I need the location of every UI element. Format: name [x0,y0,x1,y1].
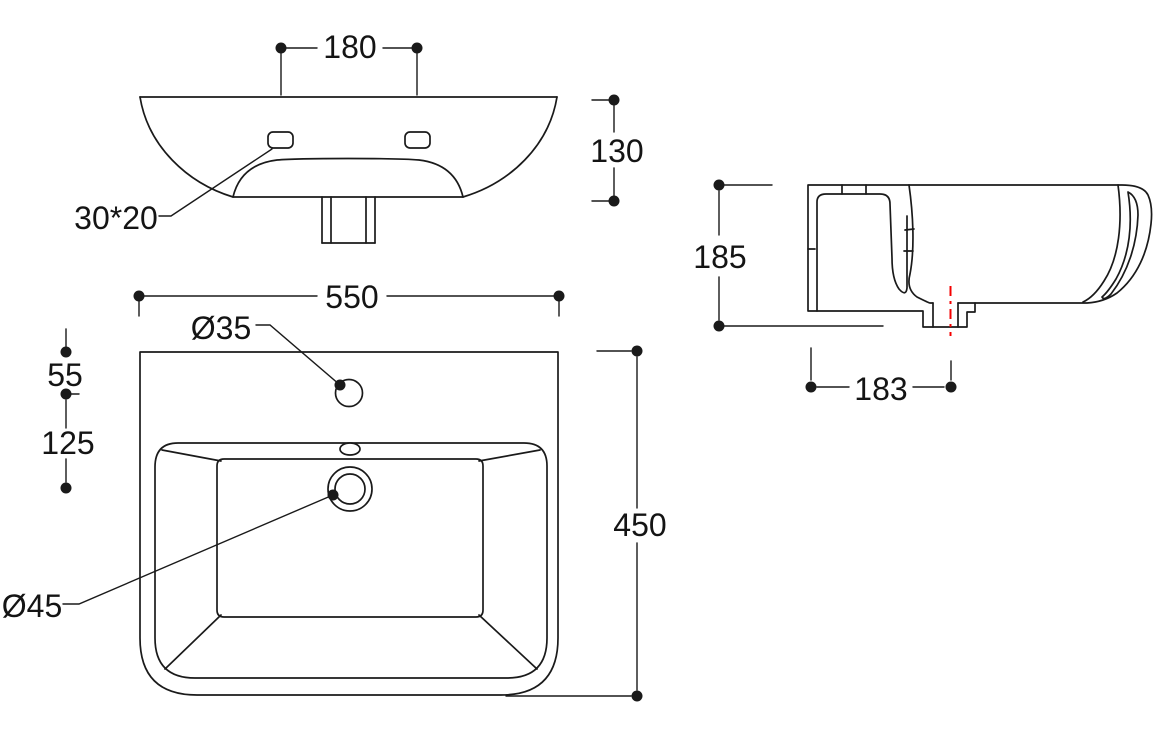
bowl-corner-chamfers [161,449,541,670]
dim-130-label: 130 [590,133,643,169]
drain-hole-inner [334,473,366,505]
drain-callout: Ø45 [2,489,339,624]
dimension-dot [60,388,72,400]
dimension-dot [553,290,565,302]
dimension-dot [275,42,287,54]
dim-180-label: 180 [323,29,376,65]
tap-hole [334,378,364,408]
side-view: 185 183 [693,179,1153,407]
tap-deck-ticks [841,184,867,195]
drain-label: Ø45 [2,588,62,624]
basin-back-right-curve [462,96,558,198]
overflow-slot [339,442,361,456]
basin-base-outline [232,157,464,198]
bowl-bottom [216,458,484,618]
dim-183-label: 183 [854,371,907,407]
dimension-dot [631,690,643,702]
dim-183: 183 [805,347,957,407]
front-rim-section [1101,191,1139,300]
dim-130: 130 [590,94,644,207]
plan-view: 550 Ø35 55 125 Ø45 [2,279,667,702]
basin-back-left-curve [139,96,234,198]
dimension-dot [60,482,72,494]
dim-55-label: 55 [47,357,83,393]
fixing-hole-left [267,131,294,149]
fixing-hole-label: 30*20 [74,200,158,236]
leader-dot [327,489,339,501]
bowl-rim [154,442,548,679]
dim-185-label: 185 [693,239,746,275]
fixing-hole-right [404,131,431,149]
overflow-channel-ticks [903,228,915,252]
dimension-dot [608,195,620,207]
drain-boss [932,302,976,328]
dimension-dot [945,381,957,393]
fixing-hole-callout: 30*20 [74,148,273,236]
tap-hole-callout: Ø35 [191,310,346,391]
dim-180: 180 [275,29,423,96]
dimension-dot [133,290,145,302]
dim-125-label: 125 [41,425,94,461]
dimension-dot [713,179,725,191]
leader-dot [334,379,346,391]
dim-550: 550 [133,279,565,317]
dim-185: 185 [693,179,884,332]
bowl-back-wall [908,184,934,304]
back-view: 180 130 30*20 [74,29,644,244]
dim-450-label: 450 [613,507,666,543]
wall-mounting-pocket [816,193,908,312]
dimension-dot [411,42,423,54]
side-outline [807,184,1153,328]
dim-55-125: 55 125 [41,328,95,494]
tap-hole-label: Ø35 [191,310,251,346]
waste-pipe [321,196,376,244]
dimension-dot [631,345,643,357]
dimension-dot [60,346,72,358]
front-rim-inner-surface [1082,184,1121,303]
dimension-dot [805,381,817,393]
dimension-dot [608,94,620,106]
dim-450: 450 [505,345,667,702]
basin-outer-edge [139,351,559,696]
dimension-dot [713,320,725,332]
dim-550-label: 550 [325,279,378,315]
